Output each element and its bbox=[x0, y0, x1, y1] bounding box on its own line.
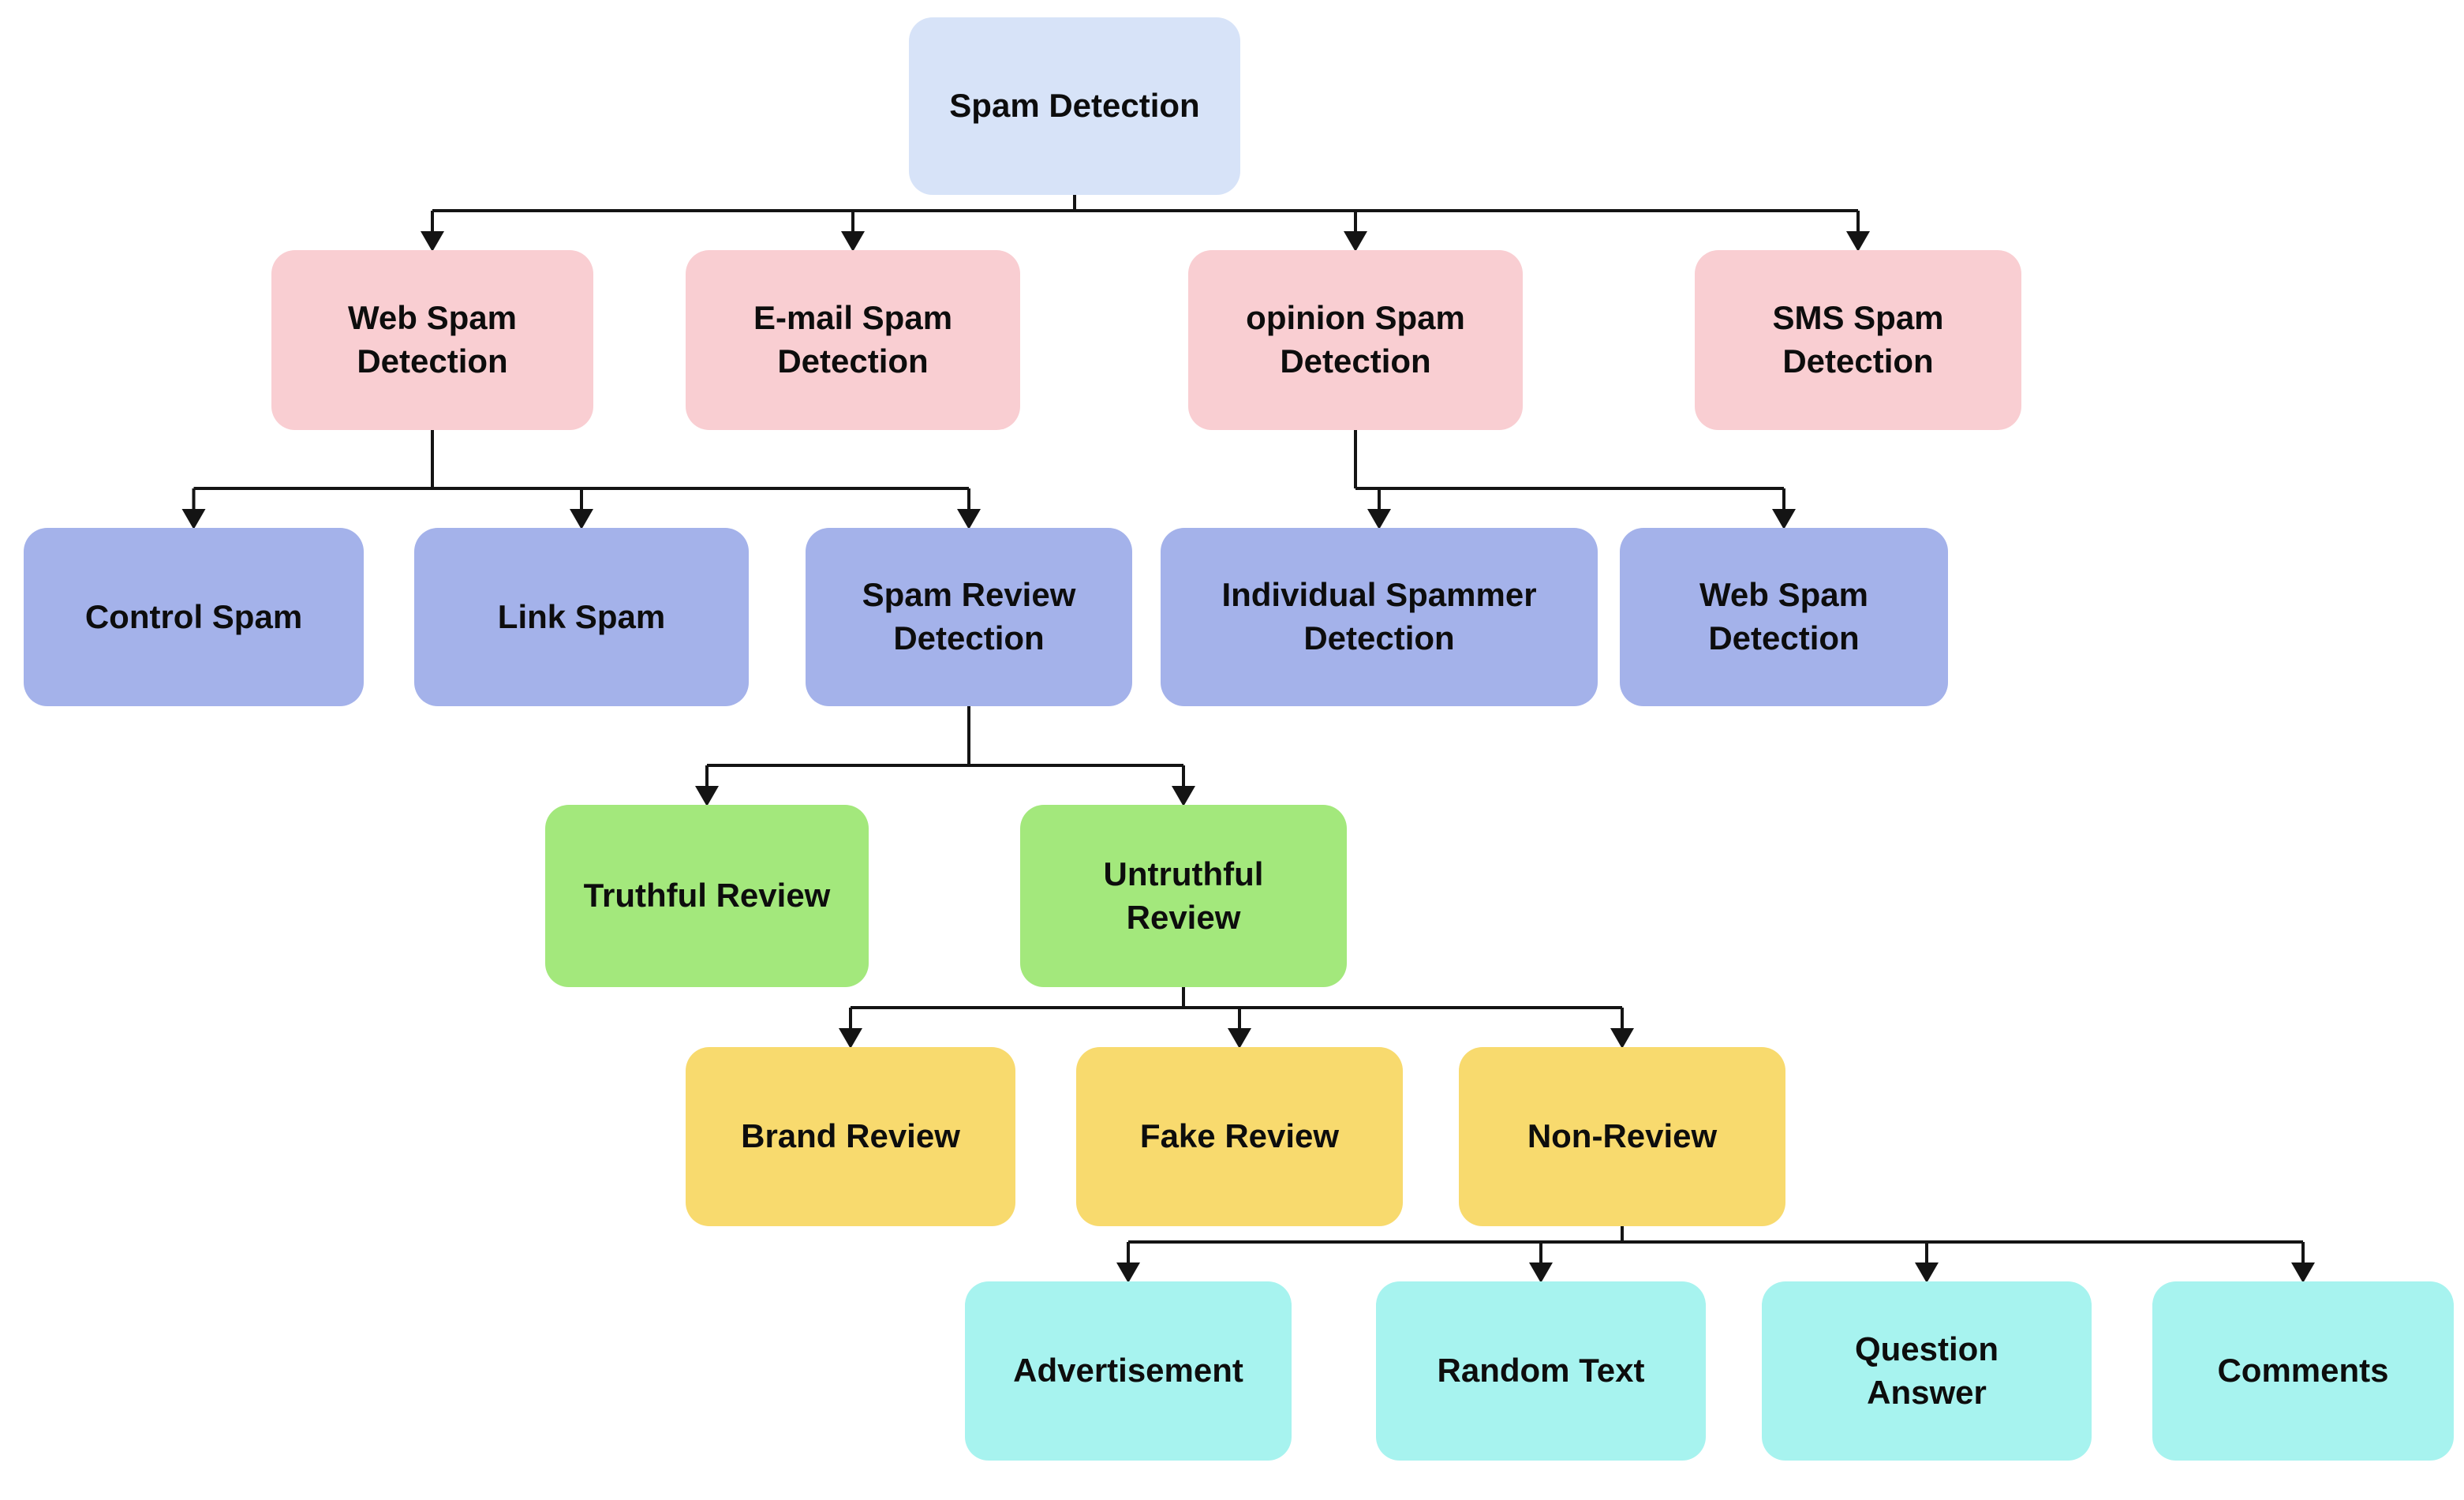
node-label: Comments bbox=[2217, 1352, 2389, 1390]
node-web-spam-detection: Web Spam Detection bbox=[271, 250, 593, 430]
node-email-spam-detection: E-mail Spam Detection bbox=[686, 250, 1020, 430]
node-truthful-review: Truthful Review bbox=[545, 805, 869, 987]
node-label: Truthful Review bbox=[583, 877, 831, 915]
node-label: Fake Review bbox=[1139, 1117, 1340, 1155]
node-control-spam: Control Spam bbox=[24, 528, 364, 706]
node-sms-spam-detection: SMS Spam Detection bbox=[1695, 250, 2021, 430]
node-random-text: Random Text bbox=[1376, 1281, 1706, 1461]
node-opinion-spam-detection: opinion Spam Detection bbox=[1188, 250, 1523, 430]
node-label: Random Text bbox=[1437, 1352, 1645, 1390]
node-advertisement: Advertisement bbox=[965, 1281, 1292, 1461]
node-label: Advertisement bbox=[1013, 1352, 1243, 1390]
node-label: Spam Review Detection bbox=[862, 576, 1076, 656]
node-fake-review: Fake Review bbox=[1076, 1047, 1403, 1226]
node-web-spam-detection-2: Web Spam Detection bbox=[1620, 528, 1948, 706]
node-spam-detection: Spam Detection bbox=[909, 17, 1240, 195]
node-label: Spam Detection bbox=[949, 87, 1200, 125]
node-spam-review-detection: Spam Review Detection bbox=[806, 528, 1132, 706]
node-untruthful-review: Untruthful Review bbox=[1020, 805, 1347, 987]
node-label: Web Spam Detection bbox=[348, 299, 517, 380]
node-label: Web Spam Detection bbox=[1699, 576, 1868, 656]
node-label: Individual Spammer Detection bbox=[1221, 576, 1537, 656]
node-question-answer: Question Answer bbox=[1762, 1281, 2092, 1461]
node-label: Non-Review bbox=[1527, 1117, 1718, 1155]
node-link-spam: Link Spam bbox=[414, 528, 749, 706]
node-label: E-mail Spam Detection bbox=[753, 299, 953, 380]
node-brand-review: Brand Review bbox=[686, 1047, 1015, 1226]
node-individual-spammer-detection: Individual Spammer Detection bbox=[1161, 528, 1598, 706]
node-non-review: Non-Review bbox=[1459, 1047, 1785, 1226]
node-comments: Comments bbox=[2152, 1281, 2454, 1461]
node-label: Question Answer bbox=[1854, 1330, 1998, 1411]
node-label: Link Spam bbox=[497, 597, 666, 635]
node-label: SMS Spam Detection bbox=[1772, 299, 1944, 380]
node-label: Untruthful Review bbox=[1103, 855, 1264, 936]
node-label: opinion Spam Detection bbox=[1246, 299, 1465, 380]
node-label: Brand Review bbox=[741, 1117, 960, 1155]
node-label: Control Spam bbox=[84, 597, 303, 635]
